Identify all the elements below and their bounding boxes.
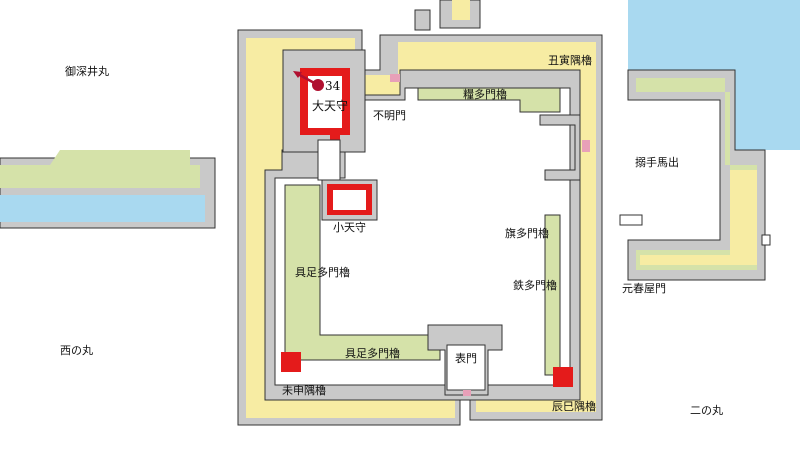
label-gusoku-tamon-yagura: 具足多門櫓	[295, 266, 350, 279]
label-omote-mon: 表門	[455, 352, 477, 365]
label-tetsu-tamon-yagura: 鉄多門櫓	[513, 279, 557, 292]
tatsumi-turret	[553, 367, 573, 387]
label-daitenshu: 大天守	[312, 99, 349, 113]
label-hata-tamon-yagura: 旗多門櫓	[505, 227, 549, 240]
location-marker-icon	[312, 79, 324, 91]
label-karamete-umadashi: 搦手馬出	[635, 156, 679, 169]
label-kotenshu: 小天守	[333, 221, 366, 234]
marker-number: 34	[325, 79, 341, 93]
label-fumei-mon: 不明門	[373, 109, 406, 122]
label-hitsujisaru-sumi-yagura: 未申隅櫓	[282, 384, 326, 397]
label-tatsumi-sumi-yagura: 辰巳隅櫓	[552, 400, 596, 413]
label-motoharu-yamon: 元春屋門	[622, 282, 666, 295]
label-ni-no-maru: 二の丸	[690, 404, 723, 417]
label-gusoku-tamon-yagura-2: 具足多門櫓	[345, 347, 400, 360]
label-kate-tamon-yagura: 糧多門櫓	[463, 88, 507, 101]
label-ofukei-maru: 御深井丸	[65, 65, 109, 78]
label-ushitora-sumi-yagura: 丑寅隅櫓	[548, 54, 592, 67]
moat-west	[0, 195, 205, 222]
moat-east	[628, 0, 800, 150]
label-nishi-no-maru: 西の丸	[60, 344, 93, 357]
kate-tamon	[417, 87, 561, 113]
hitsujisaru-turret	[281, 352, 301, 372]
